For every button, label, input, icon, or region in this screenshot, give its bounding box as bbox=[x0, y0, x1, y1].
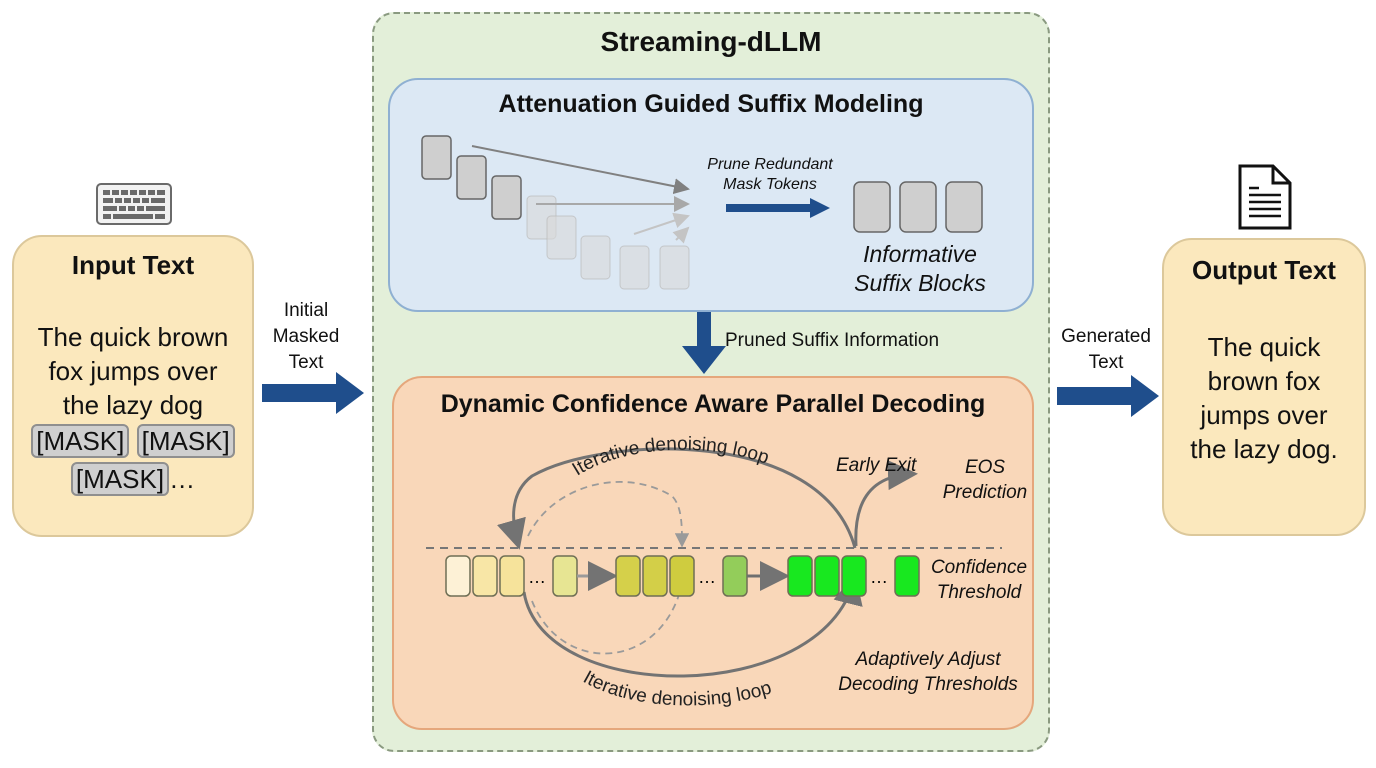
informative-block bbox=[899, 181, 937, 233]
label-line: Decoding Thresholds bbox=[838, 674, 1018, 695]
suffix-pruning-graphic bbox=[421, 135, 983, 290]
label-line: Masked bbox=[272, 326, 340, 347]
keyboard-icon bbox=[96, 183, 172, 225]
suffix-token bbox=[456, 155, 487, 200]
label-line: Generated bbox=[1061, 326, 1151, 347]
decoding-token bbox=[814, 555, 840, 597]
decoding-token bbox=[894, 555, 920, 597]
label-line: Threshold bbox=[936, 582, 1022, 603]
top-loop-label: Iterative denoising loop bbox=[569, 434, 772, 481]
output-text-box bbox=[1162, 238, 1366, 536]
decoding-token bbox=[841, 555, 867, 597]
faded-suffix-token bbox=[619, 245, 650, 290]
faded-suffix-token bbox=[659, 245, 690, 290]
early-exit-label: Early Exit bbox=[836, 455, 917, 476]
top-dashed-arrow bbox=[527, 481, 690, 548]
token-ellipsis: … bbox=[698, 567, 716, 587]
label-line: Prune Redundant bbox=[707, 156, 833, 173]
diagram-title: Streaming-dLLM bbox=[600, 26, 822, 57]
input-text: The quick brown fox jumps over the lazy … bbox=[12, 320, 254, 496]
document-icon bbox=[1237, 163, 1293, 231]
suffix-token bbox=[421, 135, 452, 180]
attention-arrow bbox=[471, 145, 690, 195]
input-line: fox jumps over bbox=[48, 356, 218, 386]
eos-label: EOS Prediction bbox=[930, 455, 1040, 505]
decoding-token bbox=[669, 555, 695, 597]
suffix-token bbox=[491, 175, 522, 220]
output-line: brown fox bbox=[1207, 366, 1321, 396]
parallel-decoding-panel bbox=[392, 376, 1034, 730]
label-line: Confidence bbox=[930, 557, 1028, 578]
output-line: the lazy dog. bbox=[1190, 434, 1338, 464]
label-line: Initial bbox=[283, 300, 329, 321]
label-line: Text bbox=[288, 352, 324, 373]
label-line: Adaptively Adjust bbox=[855, 649, 1001, 670]
ellipsis: … bbox=[169, 464, 196, 494]
token-row: … … … bbox=[445, 555, 920, 597]
output-line: The quick bbox=[1207, 332, 1321, 362]
pruned-suffix-arrow bbox=[682, 312, 726, 374]
adjust-threshold-label: Adaptively Adjust Decoding Thresholds bbox=[828, 647, 1028, 697]
suffix-modeling-title: Attenuation Guided Suffix Modeling bbox=[498, 90, 924, 118]
top-loop-arrow bbox=[496, 447, 857, 550]
decoding-token bbox=[642, 555, 668, 597]
mask-token: [MASK] bbox=[31, 424, 130, 458]
arrow-out bbox=[1057, 375, 1159, 417]
informative-block bbox=[945, 181, 983, 233]
confidence-threshold-label: Confidence Threshold bbox=[924, 555, 1034, 605]
input-title: Input Text bbox=[71, 250, 195, 280]
faded-suffix-token bbox=[546, 215, 577, 260]
decoding-token bbox=[499, 555, 525, 597]
token-ellipsis: … bbox=[528, 567, 546, 587]
attention-arrow bbox=[672, 226, 690, 244]
decoding-token bbox=[722, 555, 748, 597]
informative-suffix-label: Informative Suffix Blocks bbox=[830, 240, 1010, 298]
label-line: EOS bbox=[964, 457, 1006, 478]
decoding-token bbox=[445, 555, 471, 597]
input-line: the lazy dog bbox=[62, 390, 204, 420]
early-exit-arrow bbox=[854, 460, 918, 547]
label-line: Informative bbox=[863, 241, 977, 267]
label-line: Prediction bbox=[942, 482, 1028, 503]
mask-token: [MASK] bbox=[70, 462, 170, 496]
label-line: Mask Tokens bbox=[723, 176, 817, 193]
faded-suffix-token bbox=[580, 235, 611, 280]
decoding-token bbox=[472, 555, 498, 597]
token-ellipsis: … bbox=[870, 567, 888, 587]
prune-arrow bbox=[726, 198, 830, 218]
mask-token: [MASK] bbox=[136, 424, 235, 458]
bottom-loop-arrow bbox=[522, 574, 863, 678]
prune-label: Prune Redundant Mask Tokens bbox=[690, 155, 850, 195]
input-line: The quick brown bbox=[37, 322, 229, 352]
output-title: Output Text bbox=[1192, 255, 1336, 285]
label-line: Suffix Blocks bbox=[854, 270, 986, 296]
connector-label: Pruned Suffix Information bbox=[725, 330, 940, 351]
decoding-token bbox=[552, 555, 578, 597]
output-line: jumps over bbox=[1200, 400, 1328, 430]
decoding-token bbox=[787, 555, 813, 597]
decoding-token bbox=[615, 555, 641, 597]
output-text: The quick brown fox jumps over the lazy … bbox=[1162, 330, 1366, 466]
arrow-in-label: Initial Masked Text bbox=[258, 298, 354, 376]
decoding-graphic: … … … Iterative denoising loop Iterative d… bbox=[426, 434, 1002, 710]
bottom-loop-label: Iterative denoising loop bbox=[580, 667, 774, 710]
label-line: Text bbox=[1088, 352, 1124, 373]
informative-block bbox=[853, 181, 891, 233]
arrow-in bbox=[262, 372, 364, 414]
bottom-dashed-arrow bbox=[531, 580, 687, 655]
attention-arrow bbox=[633, 212, 690, 235]
arrow-out-label: Generated Text bbox=[1052, 324, 1160, 376]
parallel-decoding-title: Dynamic Confidence Aware Parallel Decodi… bbox=[440, 390, 986, 418]
